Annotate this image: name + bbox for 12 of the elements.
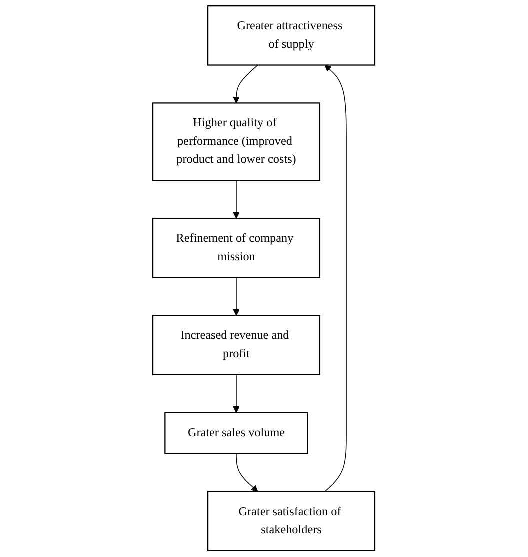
node-box: Increased revenue and profit	[152, 315, 321, 376]
arrow	[233, 374, 240, 414]
node-box: Greater attractiveness of supply	[207, 6, 376, 66]
arrow	[324, 64, 347, 492]
node-box: Grater sales volume	[164, 412, 308, 454]
arrow	[233, 64, 258, 104]
arrow	[233, 277, 240, 316]
arrow	[233, 180, 240, 219]
node-box: Grater satisfaction of stakeholders	[207, 491, 376, 552]
arrow	[236, 453, 258, 492]
node-box: Refinement of company mission	[152, 218, 321, 278]
node-box: Higher quality of performance (improved product and lower costs)	[152, 102, 321, 182]
